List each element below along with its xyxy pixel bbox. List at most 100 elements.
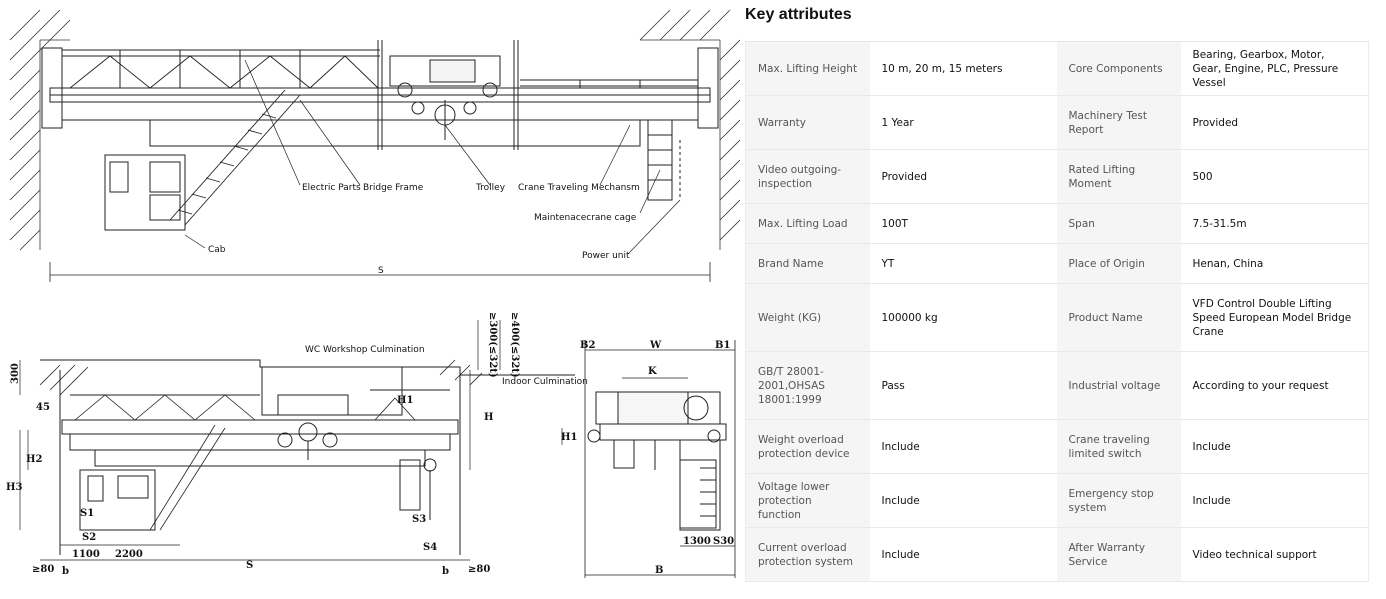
key-attributes-title: Key attributes xyxy=(745,6,852,23)
dim-ge80-right: ≥80 xyxy=(468,564,490,575)
label-span-s: S xyxy=(378,266,384,276)
crane-technical-drawing: Electric Parts Bridge Frame Trolley Cran… xyxy=(6,9,740,578)
attr-label: Brand Name xyxy=(745,243,870,284)
attr-value: Video technical support xyxy=(1180,527,1369,582)
attr-label: Max. Lifting Load xyxy=(745,203,870,244)
attr-label: Video outgoing-inspection xyxy=(745,149,870,204)
label-cab: Cab xyxy=(208,245,226,255)
dim-w: W xyxy=(649,340,662,351)
attr-label: Rated Lifting Moment xyxy=(1056,149,1181,204)
attr-row: Weight overload protection device Includ… xyxy=(745,419,1369,474)
frame-braces xyxy=(69,55,379,89)
side-dimensions xyxy=(19,320,501,561)
dim-s: S xyxy=(246,560,253,571)
attr-value: Include xyxy=(869,473,1057,528)
label-maintenance-cage: Maintenacecrane cage xyxy=(534,213,637,223)
attr-label: Place of Origin xyxy=(1056,243,1181,284)
dim-vert-1: ≥300(≤32t) xyxy=(487,312,498,378)
attr-value: According to your request xyxy=(1180,351,1369,420)
roof-hatching xyxy=(39,359,483,396)
label-leaders xyxy=(184,59,681,255)
attr-value: Include xyxy=(869,527,1057,582)
wall-hatching-left xyxy=(9,9,71,251)
attr-value: 7.5-31.5m xyxy=(1180,203,1369,244)
dim-h1: H1 xyxy=(397,395,413,406)
stair xyxy=(169,89,301,226)
attr-label: Machinery Test Report xyxy=(1056,95,1181,150)
attr-value: Henan, China xyxy=(1180,243,1369,284)
maintenance-cage-ladder xyxy=(647,119,681,201)
attr-row: Video outgoing-inspection Provided Rated… xyxy=(745,149,1369,204)
attr-row: Max. Lifting Load 100T Span 7.5-31.5m xyxy=(745,203,1369,244)
dim-s4: S4 xyxy=(423,542,437,553)
end-view xyxy=(561,340,736,578)
dim-b-left: b xyxy=(62,566,69,577)
cab-structure xyxy=(104,154,186,231)
dim-s30: S30 xyxy=(713,536,734,547)
dim-end-h1: H1 xyxy=(561,432,577,443)
label-indoor-culmination: Indoor Culmination xyxy=(502,377,588,387)
attr-value: 500 xyxy=(1180,149,1369,204)
top-view xyxy=(9,9,740,282)
attr-value: Provided xyxy=(869,149,1057,204)
lower-girder xyxy=(61,101,699,121)
dim-1100: 1100 xyxy=(72,549,100,560)
attr-label: Span xyxy=(1056,203,1181,244)
dim-s3: S3 xyxy=(412,514,426,525)
dim-k: K xyxy=(648,366,657,377)
attr-label: Weight (KG) xyxy=(745,283,870,352)
attr-value: Include xyxy=(1180,419,1369,474)
dim-s2: S2 xyxy=(82,532,96,543)
attr-label: Emergency stop system xyxy=(1056,473,1181,528)
dim-300: 300 xyxy=(10,363,21,384)
attr-label: GB/T 28001-2001,OHSAS 18001:1999 xyxy=(745,351,870,420)
dim-2200: 2200 xyxy=(115,549,143,560)
dim-h3: H3 xyxy=(6,482,22,493)
dim-vert-2: ≥400(≤32t) xyxy=(509,312,520,378)
dim-45: 45 xyxy=(36,402,50,413)
attr-row: Brand Name YT Place of Origin Henan, Chi… xyxy=(745,243,1369,284)
dim-b2: B2 xyxy=(580,340,595,351)
dim-b1: B1 xyxy=(715,340,730,351)
girder-body xyxy=(149,119,641,147)
dim-ge80-left: ≥80 xyxy=(32,564,54,575)
attr-row: GB/T 28001-2001,OHSAS 18001:1999 Pass In… xyxy=(745,351,1369,420)
label-bridge-frame: Bridge Frame xyxy=(363,183,424,193)
attr-value: 100000 kg xyxy=(869,283,1057,352)
attr-row: Current overload protection system Inclu… xyxy=(745,527,1369,582)
side-view xyxy=(19,320,575,561)
attr-value: YT xyxy=(869,243,1057,284)
attr-label: Core Components xyxy=(1056,41,1181,96)
dim-h: H xyxy=(484,412,493,423)
dim-b: B xyxy=(655,565,663,576)
wall-hatching-right xyxy=(639,9,740,250)
dim-1300: 1300 xyxy=(683,536,711,547)
side-trolley xyxy=(261,366,403,416)
dim-b-right: b xyxy=(442,566,449,577)
attr-label: Max. Lifting Height xyxy=(745,41,870,96)
attr-label: Industrial voltage xyxy=(1056,351,1181,420)
attr-label: After Warranty Service xyxy=(1056,527,1181,582)
attr-row: Max. Lifting Height 10 m, 20 m, 15 meter… xyxy=(745,41,1369,96)
label-power-unit: Power unit xyxy=(582,251,630,261)
attr-value: Include xyxy=(869,419,1057,474)
attr-value: Pass xyxy=(869,351,1057,420)
label-electric-parts: Electric Parts xyxy=(302,183,361,193)
attr-row: Warranty 1 Year Machinery Test Report Pr… xyxy=(745,95,1369,150)
attr-label: Current overload protection system xyxy=(745,527,870,582)
railing xyxy=(62,49,698,88)
attr-value: Bearing, Gearbox, Motor, Gear, Engine, P… xyxy=(1180,41,1369,96)
attr-value: VFD Control Double Lifting Speed Europea… xyxy=(1180,283,1369,352)
attr-label: Voltage lower protection function xyxy=(745,473,870,528)
label-workshop-culmination: WC Workshop Culmination xyxy=(305,345,425,355)
trolley-unit xyxy=(389,55,501,140)
attr-label: Weight overload protection device xyxy=(745,419,870,474)
dim-h2: H2 xyxy=(26,454,42,465)
attr-value: 100T xyxy=(869,203,1057,244)
label-crane-traveling-mechanism: Crane Traveling Mechansm xyxy=(518,183,640,193)
attr-value: 1 Year xyxy=(869,95,1057,150)
attr-label: Crane traveling limited switch xyxy=(1056,419,1181,474)
attr-value: Provided xyxy=(1180,95,1369,150)
attr-label: Warranty xyxy=(745,95,870,150)
attr-row: Weight (KG) 100000 kg Product Name VFD C… xyxy=(745,283,1369,352)
